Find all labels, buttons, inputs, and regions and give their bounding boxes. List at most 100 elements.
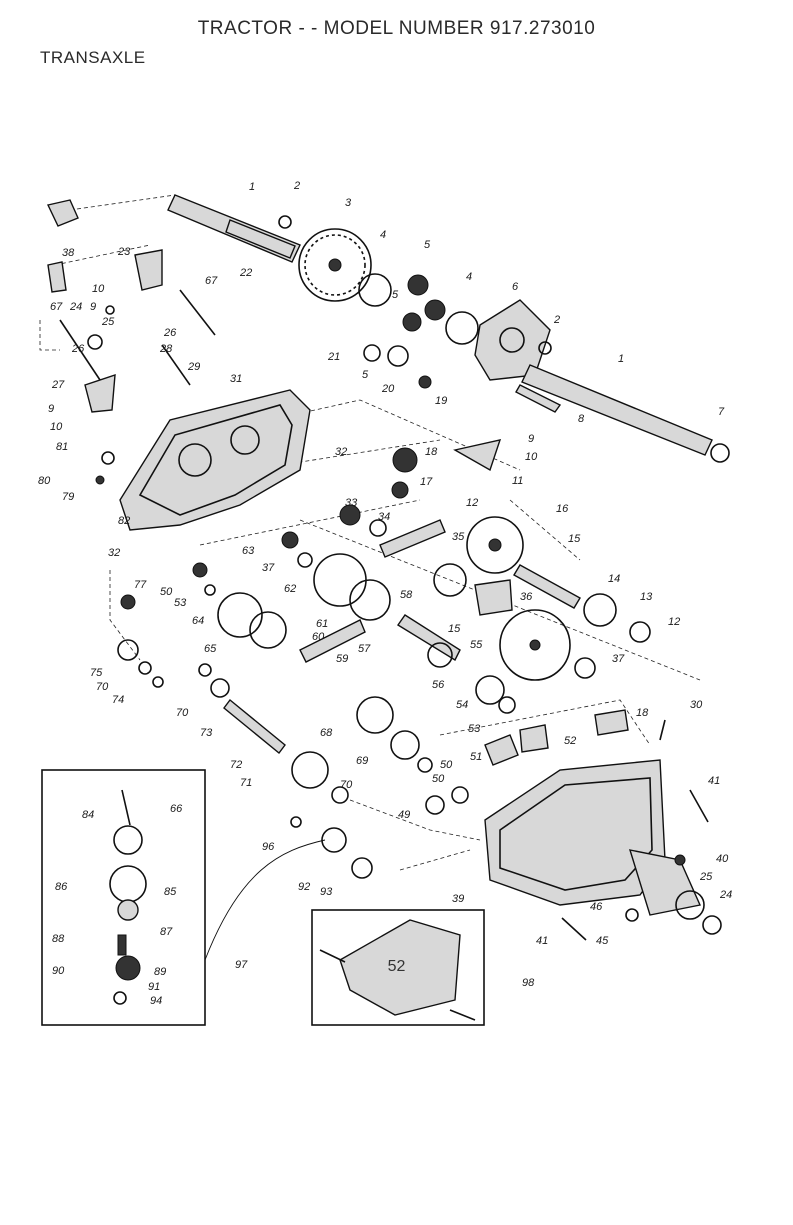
- callout: 39: [452, 893, 464, 905]
- left-small-parts: [46, 199, 216, 485]
- callout: 51: [470, 751, 482, 763]
- callout: 5: [362, 369, 369, 381]
- callout: 23: [117, 246, 131, 258]
- callout: 4: [380, 229, 386, 241]
- callout: 8: [578, 413, 585, 425]
- callout: 65: [204, 643, 217, 655]
- callout: 85: [164, 886, 177, 898]
- section-title: TRANSAXLE: [40, 48, 146, 67]
- callout: 36: [520, 591, 533, 603]
- callout: 71: [240, 777, 252, 789]
- callout: 7: [718, 406, 725, 418]
- callout: 62: [284, 583, 296, 595]
- callout: 66: [170, 803, 183, 815]
- callout: 41: [708, 775, 720, 787]
- callout: 18: [425, 446, 438, 458]
- callout: 70: [340, 779, 353, 791]
- callout: 10: [50, 421, 63, 433]
- callout: 26: [163, 327, 177, 339]
- callout: 40: [716, 853, 729, 865]
- callout: 67: [50, 301, 63, 313]
- callout: 59: [336, 653, 348, 665]
- callout: 50: [160, 586, 173, 598]
- inset-connector: [204, 839, 326, 961]
- callout: 73: [200, 727, 213, 739]
- callout: 87: [160, 926, 173, 938]
- callout: 11: [512, 475, 523, 487]
- callout: 75: [90, 667, 103, 679]
- callout: 58: [400, 589, 413, 601]
- callout: 1: [249, 181, 255, 193]
- callout: 19: [435, 395, 447, 407]
- lower-housing: [484, 759, 722, 941]
- callout: 56: [432, 679, 445, 691]
- callout: 34: [378, 511, 390, 523]
- callout: 80: [38, 475, 51, 487]
- callout: 17: [420, 476, 433, 488]
- callout: 63: [242, 545, 255, 557]
- callout: 6: [512, 281, 519, 293]
- callout: 89: [154, 966, 166, 978]
- callout: 37: [612, 653, 625, 665]
- callout: 13: [640, 591, 653, 603]
- callout: 64: [192, 615, 204, 627]
- callout: 45: [596, 935, 609, 947]
- callout: 32: [335, 446, 347, 458]
- callout: 82: [118, 515, 130, 527]
- callout: 9: [90, 301, 96, 313]
- callout: 31: [230, 373, 242, 385]
- callout: 91: [148, 981, 160, 993]
- callout: 52: [564, 735, 576, 747]
- callout: 10: [525, 451, 538, 463]
- callout: 77: [134, 579, 147, 591]
- callout: 10: [92, 283, 105, 295]
- upper-shaft-group: [167, 194, 730, 463]
- callout: 2: [553, 314, 560, 326]
- callout: 67: [205, 275, 218, 287]
- callout: 24: [719, 889, 732, 901]
- callout: 1: [618, 353, 624, 365]
- callout: 61: [316, 618, 328, 630]
- callout: 72: [230, 759, 242, 771]
- callout: 96: [262, 841, 275, 853]
- callout: 74: [112, 694, 124, 706]
- page-number: 52: [387, 958, 406, 975]
- callout: 18: [636, 707, 649, 719]
- callout: 98: [522, 977, 535, 989]
- callout: 53: [468, 723, 481, 735]
- callout: 37: [262, 562, 275, 574]
- callout: 14: [608, 573, 620, 585]
- callout: 33: [345, 497, 358, 509]
- callout: 97: [235, 959, 248, 971]
- callout: 70: [176, 707, 189, 719]
- callout: 88: [52, 933, 65, 945]
- callout: 38: [62, 247, 75, 259]
- callout: 21: [327, 351, 340, 363]
- shift-parts-inset: [41, 769, 206, 1026]
- callout: 86: [55, 881, 68, 893]
- callout: 27: [51, 379, 65, 391]
- callout: 22: [239, 267, 252, 279]
- callout: 57: [358, 643, 371, 655]
- page-title: TRACTOR - - MODEL NUMBER 917.273010: [197, 18, 596, 39]
- callout: 49: [398, 809, 410, 821]
- callout: 92: [298, 881, 310, 893]
- callout: 3: [345, 197, 352, 209]
- callout: 12: [466, 497, 478, 509]
- callout: 20: [381, 383, 395, 395]
- callout: 69: [356, 755, 368, 767]
- assembled-transaxle-inset: [311, 909, 485, 1026]
- callout: 41: [536, 935, 548, 947]
- callout: 25: [101, 316, 115, 328]
- callout: 50: [440, 759, 453, 771]
- callout: 9: [48, 403, 54, 415]
- callout: 90: [52, 965, 65, 977]
- callout: 46: [590, 901, 603, 913]
- callout: 9: [528, 433, 534, 445]
- callout-labels: 1 2 3 4 5 5 4 6 2 1 7 38 23 10 67 22 24 …: [38, 180, 732, 1007]
- callout: 54: [456, 699, 468, 711]
- callout: 55: [470, 639, 483, 651]
- callout: 60: [312, 631, 325, 643]
- callout: 25: [699, 871, 713, 883]
